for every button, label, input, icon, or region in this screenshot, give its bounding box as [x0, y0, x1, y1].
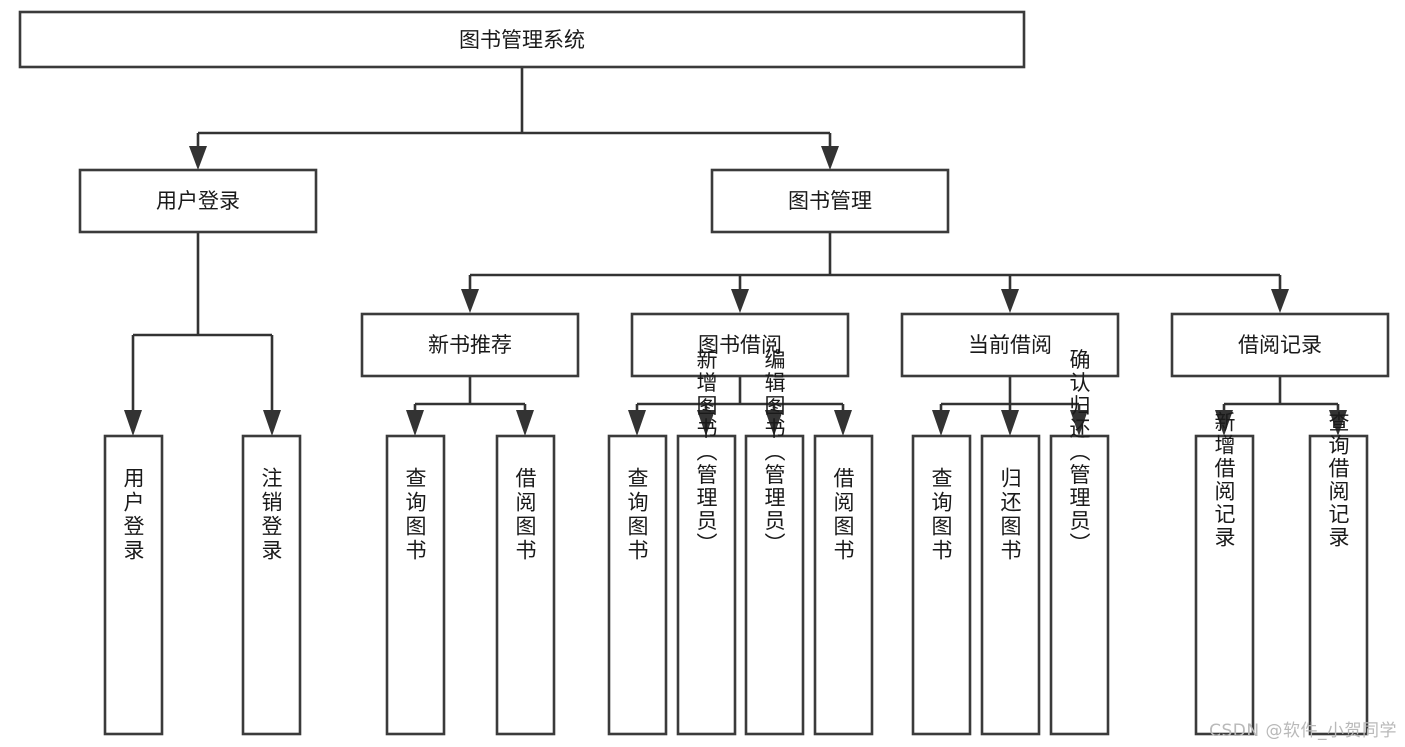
leaf-add-record-label: 新增借阅记录: [1212, 411, 1236, 549]
book-borrow-box[interactable]: [630, 312, 850, 378]
leaf-logout-login-label: 注销登录: [259, 467, 283, 563]
leaf-query-book-2-label: 查询图书: [625, 467, 649, 563]
csdn-watermark: CSDN @软件_小贺同学: [1209, 721, 1397, 741]
leaf-borrow-book-2-box[interactable]: [813, 434, 874, 736]
node-leaf-add-book[interactable]: 新增图书（管理员）: [676, 349, 737, 736]
leaf-query-book-1-label: 查询图书: [403, 467, 427, 563]
leaf-query-book-1-box[interactable]: [385, 434, 446, 736]
arrow-to-leaf-edit-book: [765, 410, 783, 436]
leaf-borrow-book-2-label: 借阅图书: [831, 467, 855, 563]
node-book-manage[interactable]: 图书管理: [710, 168, 950, 234]
leaf-confirm-return-box[interactable]: [1049, 434, 1110, 736]
leaf-query-book-3-label: 查询图书: [929, 467, 953, 563]
arrow-to-leaf-add-record: [1215, 410, 1233, 436]
current-borrow-label: 当前借阅: [968, 333, 1052, 357]
leaf-borrow-book-1-box[interactable]: [495, 434, 556, 736]
user-login-label: 用户登录: [156, 189, 240, 213]
arrow-to-leaf-confirm-return: [1070, 410, 1088, 436]
leaf-return-book-box[interactable]: [980, 434, 1041, 736]
connectors: [124, 67, 1347, 436]
arrow-to-book-borrow: [731, 289, 749, 313]
borrow-record-box[interactable]: [1170, 312, 1390, 378]
node-leaf-borrow-book-1[interactable]: 借阅图书: [495, 434, 556, 736]
arrow-to-leaf-add-book: [697, 410, 715, 436]
root-box[interactable]: [18, 10, 1026, 69]
node-leaf-edit-book[interactable]: 编辑图书（管理员）: [744, 349, 805, 736]
arrow-to-leaf-borrow-book-2: [834, 410, 852, 436]
leaf-add-book-box[interactable]: [676, 434, 737, 736]
new-book-recommend-label: 新书推荐: [428, 333, 512, 357]
arrow-to-leaf-logout-login: [263, 410, 281, 436]
leaf-query-book-2-box[interactable]: [607, 434, 668, 736]
root-label: 图书管理系统: [459, 28, 585, 52]
arrow-to-leaf-borrow-book-1: [516, 410, 534, 436]
new-book-recommend-box[interactable]: [360, 312, 580, 378]
arrow-to-leaf-user-login: [124, 410, 142, 436]
node-leaf-confirm-return[interactable]: 确认归还（管理员）: [1049, 349, 1110, 736]
node-leaf-query-book-2[interactable]: 查询图书: [607, 434, 668, 736]
node-leaf-add-record[interactable]: 新增借阅记录: [1194, 411, 1255, 736]
leaf-query-book-3-box[interactable]: [911, 434, 972, 736]
node-leaf-query-book-1[interactable]: 查询图书: [385, 434, 446, 736]
node-leaf-borrow-book-2[interactable]: 借阅图书: [813, 434, 874, 736]
arrow-to-borrow-record: [1271, 289, 1289, 313]
node-book-borrow[interactable]: 图书借阅: [630, 312, 850, 378]
node-borrow-record[interactable]: 借阅记录: [1170, 312, 1390, 378]
leaf-return-book-label: 归还图书: [998, 467, 1022, 563]
arrow-to-leaf-query-record: [1329, 410, 1347, 436]
node-leaf-query-book-3[interactable]: 查询图书: [911, 434, 972, 736]
node-root[interactable]: 图书管理系统: [18, 10, 1026, 69]
arrow-to-leaf-query-book-2: [628, 410, 646, 436]
node-leaf-user-login[interactable]: 用户登录: [103, 434, 164, 736]
book-manage-label: 图书管理: [788, 189, 872, 213]
arrow-to-leaf-query-book-3: [932, 410, 950, 436]
leaf-user-login-label: 用户登录: [121, 467, 145, 563]
leaf-logout-login-box[interactable]: [241, 434, 302, 736]
current-borrow-box[interactable]: [900, 312, 1120, 378]
arrow-to-current-borrow: [1001, 289, 1019, 313]
book-borrow-label: 图书借阅: [698, 333, 782, 357]
leaf-user-login-box[interactable]: [103, 434, 164, 736]
leaf-query-record-label: 查询借阅记录: [1326, 411, 1350, 549]
leaf-edit-book-box[interactable]: [744, 434, 805, 736]
arrow-to-user-login: [189, 146, 207, 170]
leaf-confirm-return-label: 确认归还（管理员）: [1067, 349, 1091, 556]
leaf-query-record-box[interactable]: [1308, 434, 1369, 736]
node-user-login[interactable]: 用户登录: [78, 168, 318, 234]
leaf-borrow-book-1-label: 借阅图书: [513, 467, 537, 563]
leaf-edit-book-label: 编辑图书（管理员）: [762, 349, 786, 556]
leaf-add-book-label: 新增图书（管理员）: [694, 349, 718, 556]
node-leaf-query-record[interactable]: 查询借阅记录: [1308, 411, 1369, 736]
node-leaf-return-book[interactable]: 归还图书: [980, 434, 1041, 736]
node-leaf-logout-login[interactable]: 注销登录: [241, 434, 302, 736]
leaf-add-record-box[interactable]: [1194, 434, 1255, 736]
arrow-to-leaf-query-book-1: [406, 410, 424, 436]
arrow-to-new-book-recommend: [461, 289, 479, 313]
node-new-book-recommend[interactable]: 新书推荐: [360, 312, 580, 378]
book-manage-box[interactable]: [710, 168, 950, 234]
borrow-record-label: 借阅记录: [1238, 333, 1322, 357]
arrow-to-leaf-return-book: [1001, 410, 1019, 436]
user-login-box[interactable]: [78, 168, 318, 234]
arrow-to-book-manage: [821, 146, 839, 170]
node-current-borrow[interactable]: 当前借阅: [900, 312, 1120, 378]
